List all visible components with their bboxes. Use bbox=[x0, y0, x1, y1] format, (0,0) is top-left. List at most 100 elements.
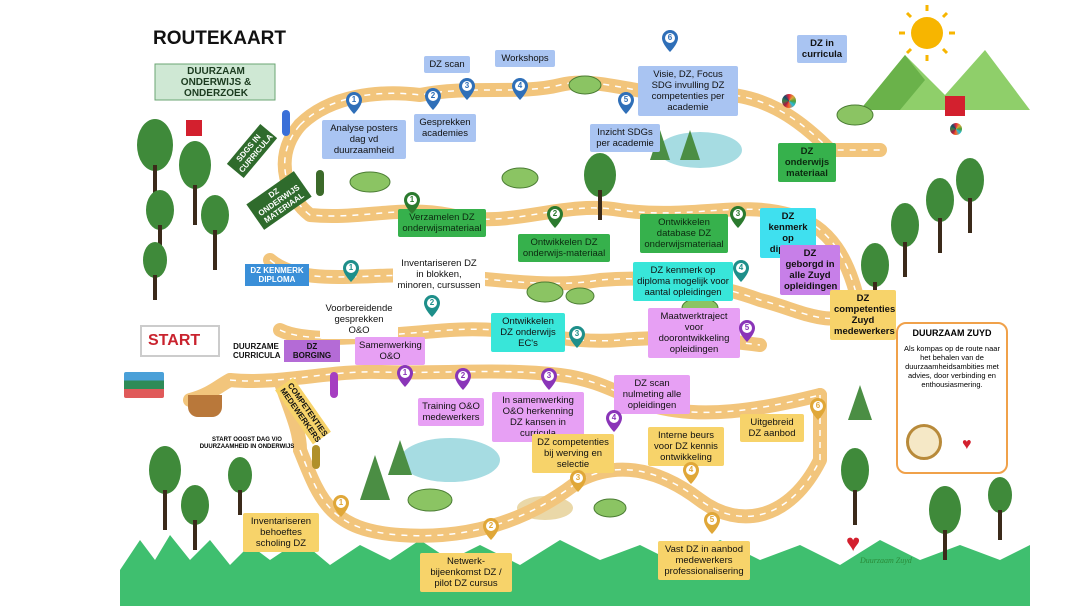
map-pin-number: 4 bbox=[688, 465, 694, 474]
step-gesprekken-academies: Gesprekken academies bbox=[414, 114, 476, 142]
sdg-wheel-icon bbox=[950, 123, 962, 135]
map-pin-number: 3 bbox=[464, 81, 470, 90]
map-pin-number: 3 bbox=[575, 473, 581, 482]
heart-icon: ♥ bbox=[962, 436, 972, 453]
map-pin-number: 2 bbox=[429, 298, 435, 307]
page-title: ROUTEKAART bbox=[153, 28, 286, 49]
step-dz-kenmerk-op: DZ kenmerk op diploma mogelijk voor aant… bbox=[633, 262, 733, 301]
map-pin-number: 1 bbox=[402, 368, 408, 377]
map-pin-number: 2 bbox=[552, 209, 558, 218]
map-pin-number: 3 bbox=[574, 329, 580, 338]
map-pin-number: 2 bbox=[488, 521, 494, 530]
books-icon bbox=[124, 372, 164, 398]
figure-icon bbox=[282, 110, 290, 136]
logo: ♥ Duurzaam Zuyd bbox=[846, 530, 926, 570]
map-pin-icon: 3 bbox=[541, 368, 557, 390]
map-pin-icon: 4 bbox=[606, 410, 622, 432]
step-maatwerktraject: Maatwerktraject voor doorontwikkeling op… bbox=[648, 308, 740, 358]
flag-dz-competenties: DZ competenties Zuyd medewerkers bbox=[830, 290, 896, 340]
map-pin-number: 5 bbox=[709, 515, 715, 524]
step-verzamelen: Verzamelen DZ onderwijsmateriaal bbox=[398, 209, 486, 237]
sign-duurzame-curricula: DUURZAME CURRICULA bbox=[230, 340, 282, 362]
map-pin-icon: 1 bbox=[333, 495, 349, 517]
map-pin-number: 1 bbox=[351, 95, 357, 104]
map-pin-number: 1 bbox=[338, 498, 344, 507]
flag-dz-geborgd: DZ geborgd in alle Zuyd opleidingen bbox=[780, 245, 840, 295]
figure-icon bbox=[330, 372, 338, 398]
sdg-flag-icon bbox=[186, 120, 202, 136]
figure-icon bbox=[316, 170, 324, 196]
duurzaam-zuyd-text: Als kompas op de route naar het behalen … bbox=[904, 344, 1000, 389]
map-pin-icon: 4 bbox=[512, 78, 528, 100]
step-dz-scan: DZ scan bbox=[424, 56, 470, 73]
map-pin-icon: 3 bbox=[570, 470, 586, 492]
logo-text: Duurzaam Zuyd bbox=[860, 556, 912, 565]
duurzaam-zuyd-heading: DUURZAAM ZUYD bbox=[912, 328, 992, 338]
step-netwerk: Netwerk-bijeenkomst DZ / pilot DZ cursus bbox=[420, 553, 512, 592]
hills-shade bbox=[860, 55, 925, 110]
step-uitgebreid: Uitgebreid DZ aanbod bbox=[740, 414, 804, 442]
step-ontwikkelen-materiaal: Ontwikkelen DZ onderwijs-materiaal bbox=[518, 234, 610, 262]
subtitle-sign: DUURZAAM ONDERWIJS & ONDERZOEK bbox=[180, 66, 252, 99]
map-pin-number: 2 bbox=[430, 91, 436, 100]
pond bbox=[400, 438, 500, 482]
map-pin-icon: 3 bbox=[459, 78, 475, 100]
sign-dz-kenmerk-diploma: DZ KENMERK DIPLOMA bbox=[245, 264, 309, 286]
map-pin-number: 5 bbox=[744, 323, 750, 332]
logo-heart-icon: ♥ bbox=[846, 530, 861, 557]
flag-dz-onderwijs-materiaal: DZ onderwijs materiaal bbox=[778, 143, 836, 182]
duurzaam-zuyd-box: DUURZAAM ZUYD Als kompas op de route naa… bbox=[896, 322, 1008, 474]
start-sign: START bbox=[140, 325, 220, 357]
map-pin-icon: 2 bbox=[455, 368, 471, 390]
map-pin-icon: 5 bbox=[618, 92, 634, 114]
map-pin-icon: 5 bbox=[739, 320, 755, 342]
start-label: START bbox=[148, 332, 201, 349]
map-pin-icon: 6 bbox=[810, 398, 826, 420]
flag-dz-in-curricula: DZ in curricula bbox=[797, 35, 847, 63]
sdg-flag-icon bbox=[945, 96, 965, 116]
map-pin-icon: 1 bbox=[343, 260, 359, 282]
map-pin-icon: 3 bbox=[730, 206, 746, 228]
map-pin-icon: 3 bbox=[569, 326, 585, 348]
step-ontwikkelen-ecs: Ontwikkelen DZ onderwijs EC's bbox=[491, 313, 565, 352]
step-ontwikkelen-database: Ontwikkelen database DZ onderwijsmateria… bbox=[640, 214, 728, 253]
map-pin-icon: 1 bbox=[346, 92, 362, 114]
step-visie: Visie, DZ, Focus SDG invulling DZ compet… bbox=[638, 66, 738, 116]
compass-icon bbox=[906, 424, 942, 460]
sdg-wheel-icon bbox=[782, 94, 796, 108]
figure-icon bbox=[312, 445, 320, 469]
pine-trees bbox=[360, 130, 872, 500]
step-analyse-posters: Analyse posters dag vd duurzaamheid bbox=[322, 120, 406, 159]
sun-icon bbox=[899, 5, 955, 61]
step-inventariseren-blokken: Inventariseren DZ in blokken, minoren, c… bbox=[393, 255, 485, 294]
pond bbox=[658, 132, 742, 168]
map-pin-icon: 2 bbox=[424, 295, 440, 317]
basket-icon bbox=[188, 395, 222, 417]
grass-band bbox=[120, 535, 1030, 606]
map-pin-number: 5 bbox=[623, 95, 629, 104]
map-pin-icon: 2 bbox=[547, 206, 563, 228]
step-dz-scan-nulmeting: DZ scan nulmeting alle opleidingen bbox=[614, 375, 690, 414]
map-pin-icon: 6 bbox=[662, 30, 678, 52]
map-pin-icon: 1 bbox=[404, 192, 420, 214]
sign-dz-borging: DZ BORGING bbox=[284, 340, 340, 362]
map-pin-icon: 2 bbox=[483, 518, 499, 540]
map-pin-number: 4 bbox=[517, 81, 523, 90]
step-interne-beurs: Interne beurs voor DZ kennis ontwikkelin… bbox=[648, 427, 724, 466]
step-workshops: Workshops bbox=[495, 50, 555, 67]
map-pin-number: 3 bbox=[735, 209, 741, 218]
map-pin-number: 4 bbox=[738, 263, 744, 272]
step-in-samenwerking: In samenwerking O&O herkenning DZ kansen… bbox=[492, 392, 584, 442]
map-pin-number: 6 bbox=[815, 401, 821, 410]
trees bbox=[137, 119, 1012, 560]
map-pin-icon: 1 bbox=[397, 365, 413, 387]
map-pin-icon: 5 bbox=[704, 512, 720, 534]
map-pin-number: 3 bbox=[546, 371, 552, 380]
map-pin-number: 6 bbox=[667, 33, 673, 42]
step-inzicht-sdgs: Inzicht SDGs per academie bbox=[590, 124, 660, 152]
map-pin-icon: 4 bbox=[683, 462, 699, 484]
subtitle-sign-bg bbox=[154, 63, 276, 101]
map-pin-icon: 4 bbox=[733, 260, 749, 282]
map-pin-number: 1 bbox=[409, 195, 415, 204]
